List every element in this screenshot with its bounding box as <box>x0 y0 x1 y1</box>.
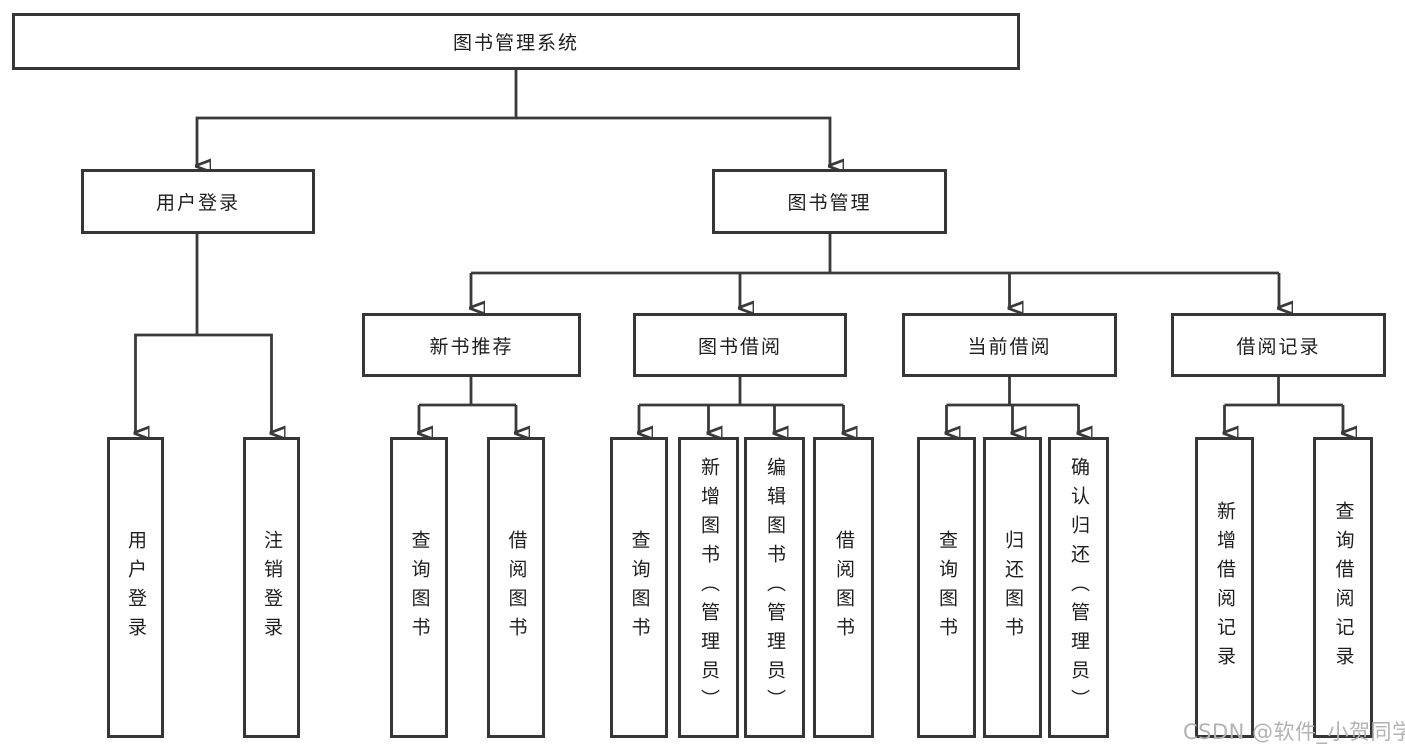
connector-current-borrow-children <box>947 377 1079 433</box>
node-user-login: 用户登录 <box>81 169 315 234</box>
leaf-borrow-query-books: 查询图书 <box>610 437 668 738</box>
leaf-user-login-label: 用户登录 <box>125 529 147 646</box>
leaf-logout: 注销登录 <box>243 437 300 738</box>
leaf-edit-books-admin: 编辑图书（管理员） <box>744 437 805 738</box>
leaf-query-borrow-record: 查询借阅记录 <box>1313 437 1373 738</box>
leaf-recommend-borrow-books: 借阅图书 <box>487 437 545 738</box>
leaf-add-books-admin-label: 新增图书（管理员） <box>698 457 720 718</box>
leaf-user-login: 用户登录 <box>107 437 164 738</box>
leaf-query-borrow-record-label: 查询借阅记录 <box>1332 500 1355 675</box>
connector-borrow-records-children <box>1225 377 1344 433</box>
leaf-borrow-books-label: 借阅图书 <box>833 529 855 646</box>
connector-book-management-children <box>471 234 1279 308</box>
connector-user-login-children <box>136 234 272 433</box>
leaf-edit-books-admin-label: 编辑图书（管理员） <box>764 457 786 718</box>
csdn-watermark: CSDN @软件_小贺同学 <box>1183 720 1405 744</box>
leaf-current-query-books: 查询图书 <box>917 437 976 738</box>
leaf-return-books-label: 归还图书 <box>1002 529 1024 646</box>
leaf-current-query-books-label: 查询图书 <box>936 529 958 646</box>
leaf-confirm-return-admin-label: 确认归还（管理员） <box>1068 457 1090 718</box>
leaf-recommend-borrow-books-label: 借阅图书 <box>505 529 528 646</box>
node-root-library-system: 图书管理系统 <box>12 13 1020 70</box>
node-borrow-records: 借阅记录 <box>1171 313 1386 377</box>
leaf-recommend-query-books-label: 查询图书 <box>408 529 431 646</box>
node-current-borrow: 当前借阅 <box>902 313 1117 377</box>
connector-root-to-book-management <box>516 116 830 166</box>
node-book-borrow: 图书借阅 <box>633 313 847 377</box>
leaf-logout-label: 注销登录 <box>261 529 283 646</box>
leaf-add-books-admin: 新增图书（管理员） <box>678 437 739 738</box>
leaf-borrow-books: 借阅图书 <box>813 437 874 738</box>
leaf-recommend-query-books: 查询图书 <box>390 437 448 738</box>
node-new-book-recommend: 新书推荐 <box>362 313 581 377</box>
connector-book-borrow-children <box>639 377 844 433</box>
leaf-return-books: 归还图书 <box>983 437 1042 738</box>
connector-root-to-user-login <box>197 70 518 166</box>
node-book-management: 图书管理 <box>712 169 947 234</box>
connector-new-book-recommend-children <box>419 377 516 433</box>
leaf-add-borrow-record: 新增借阅记录 <box>1195 437 1254 738</box>
leaf-confirm-return-admin: 确认归还（管理员） <box>1048 437 1109 738</box>
leaf-borrow-query-books-label: 查询图书 <box>628 529 651 646</box>
leaf-add-borrow-record-label: 新增借阅记录 <box>1214 500 1236 675</box>
